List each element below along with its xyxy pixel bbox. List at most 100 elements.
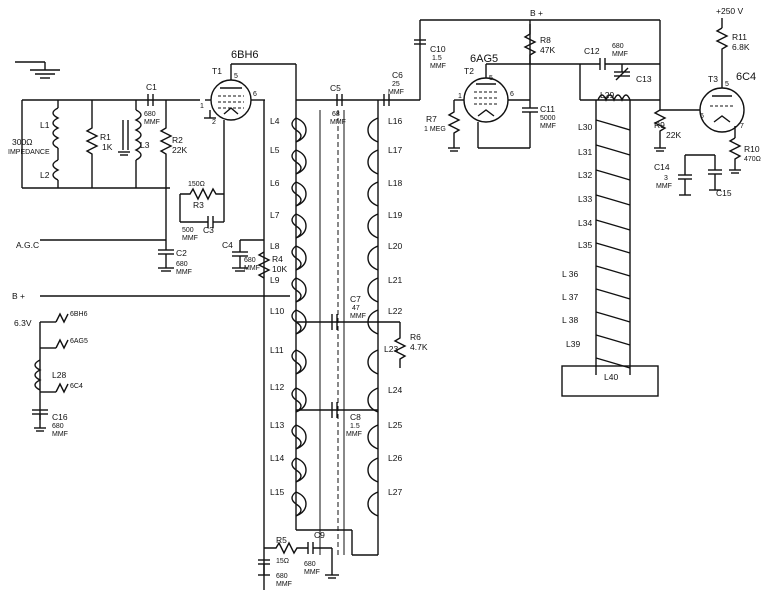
pin-number: 6 <box>700 113 704 120</box>
coil-label-osc: L40 <box>604 372 618 382</box>
coil-label-left: L6 <box>270 178 280 188</box>
c8-ref: C8 <box>350 412 361 422</box>
r8-ref: R8 <box>540 35 551 45</box>
c3-value: 500 <box>182 227 194 234</box>
tube-t3 <box>660 18 745 196</box>
c7-ref: C7 <box>350 294 361 304</box>
coil-label-right: L26 <box>388 453 402 463</box>
pin-number: 7 <box>740 123 744 130</box>
c4-unit: MMF <box>244 265 260 272</box>
c1-unit: MMF <box>144 119 160 126</box>
coil-loop-left <box>291 424 307 450</box>
t3-type-label: 6C4 <box>736 71 756 83</box>
t2-ref-label: T2 <box>464 66 474 76</box>
pin-number: 6 <box>510 91 514 98</box>
coil-loop-left <box>291 245 307 271</box>
c9-value: 680 <box>304 561 316 568</box>
c12-unit: MMF <box>612 51 628 58</box>
c11-ref: C11 <box>540 104 555 114</box>
r7-value: 1 MEG <box>424 126 446 133</box>
c8-unit: MMF <box>346 431 362 438</box>
c1-value: 680 <box>144 111 156 118</box>
coil-label-right: L17 <box>388 145 402 155</box>
c3-unit: MMF <box>182 235 198 242</box>
c7-unit: MMF <box>350 313 366 320</box>
coil-loop-left <box>291 491 307 517</box>
r11-value: 6.8K <box>732 42 750 52</box>
l28-label: L28 <box>52 370 66 380</box>
r1-value: 1K <box>102 142 113 152</box>
pin-number: 1 <box>458 93 462 100</box>
coil-label-right: L22 <box>388 306 402 316</box>
r9-ref: R9 <box>654 120 665 130</box>
coil-label-osc: L30 <box>578 122 592 132</box>
input-impedance-unit: IMPEDANCE <box>8 149 50 156</box>
coil-label-left: L10 <box>270 306 284 316</box>
coil-loop-left <box>291 277 307 303</box>
left-coil-labels: L4 L5 L6 L7 L8 L9 L10 L11 L12 L13 L14 L1… <box>270 116 284 497</box>
t3-ref-label: T3 <box>708 74 718 84</box>
pin-number: 2 <box>212 119 216 126</box>
coil-loop-right <box>367 309 379 335</box>
osc-coil-labels: L30 L31 L32 L33 L34 L35 L 36 L 37 L 38 L… <box>562 122 618 382</box>
coil-label-right: L21 <box>388 275 402 285</box>
coil-loop-osc <box>595 265 631 277</box>
l2-label: L2 <box>40 170 50 180</box>
coil-loop-osc <box>595 311 631 323</box>
right-coil-labels: L16 L17 L18 L19 L20 L21 L22 L23 L24 L25 … <box>384 116 402 497</box>
coil-label-osc: L35 <box>578 240 592 250</box>
coil-loop-osc <box>595 334 631 346</box>
coil-label-left: L12 <box>270 382 284 392</box>
r6-value: 4.7K <box>410 342 428 352</box>
c14-unit: MMF <box>656 183 672 190</box>
coil-label-left: L15 <box>270 487 284 497</box>
coil-label-left: L11 <box>270 345 284 355</box>
c6-value: 25 <box>392 81 400 88</box>
c14-value: 3 <box>664 175 668 182</box>
c7-value: 47 <box>352 305 360 312</box>
pin-number: 5 <box>234 73 238 80</box>
c13-ref: C13 <box>636 74 652 84</box>
c10-value: 1.5 <box>432 55 442 62</box>
coil-loop-right <box>367 245 379 271</box>
heater-6ag5: 6AG5 <box>70 338 88 345</box>
coil-label-osc: L 36 <box>562 269 579 279</box>
r4-value: 10K <box>272 264 287 274</box>
c16-ref: C16 <box>52 412 68 422</box>
coil-label-osc: L 38 <box>562 315 579 325</box>
coil-label-right: L18 <box>388 178 402 188</box>
c5-ref: C5 <box>330 83 341 93</box>
coil-label-osc: L39 <box>566 339 580 349</box>
pin-number: 1 <box>200 103 204 110</box>
pin-number: 6 <box>253 91 257 98</box>
coil-label-osc: L34 <box>578 218 592 228</box>
coupling-caps <box>336 94 390 106</box>
coil-loop-right <box>367 213 379 239</box>
r11-ref: R11 <box>732 32 747 42</box>
c6-ref: C6 <box>392 70 403 80</box>
c5-unit: MMF <box>330 119 346 126</box>
coil-loop-right <box>367 491 379 517</box>
c11-value: 5000 <box>540 115 556 122</box>
r5-value: 15Ω <box>276 558 289 565</box>
coil-loop-right <box>367 457 379 483</box>
pin-number: 5 <box>489 75 493 82</box>
c4-ref: C4 <box>222 240 233 250</box>
c7-c8-caps <box>296 314 378 418</box>
coil-label-osc: L32 <box>578 170 592 180</box>
coil-loop-left <box>291 149 307 175</box>
c16-unit: MMF <box>52 431 68 438</box>
r9-value: 22K <box>666 130 681 140</box>
coil-label-right: L27 <box>388 487 402 497</box>
c1-ref: C1 <box>146 82 157 92</box>
agc-label: A.G.C <box>16 240 39 250</box>
ground-symbol-top-left <box>15 61 60 79</box>
c2-value: 680 <box>176 261 188 268</box>
r5-cap-unit: MMF <box>276 581 292 588</box>
c12-ref: C12 <box>584 46 600 56</box>
tube-t2 <box>414 19 660 152</box>
r10-ref: R10 <box>744 144 760 154</box>
heater-6bh6: 6BH6 <box>70 311 88 318</box>
coil-label-left: L8 <box>270 241 280 251</box>
